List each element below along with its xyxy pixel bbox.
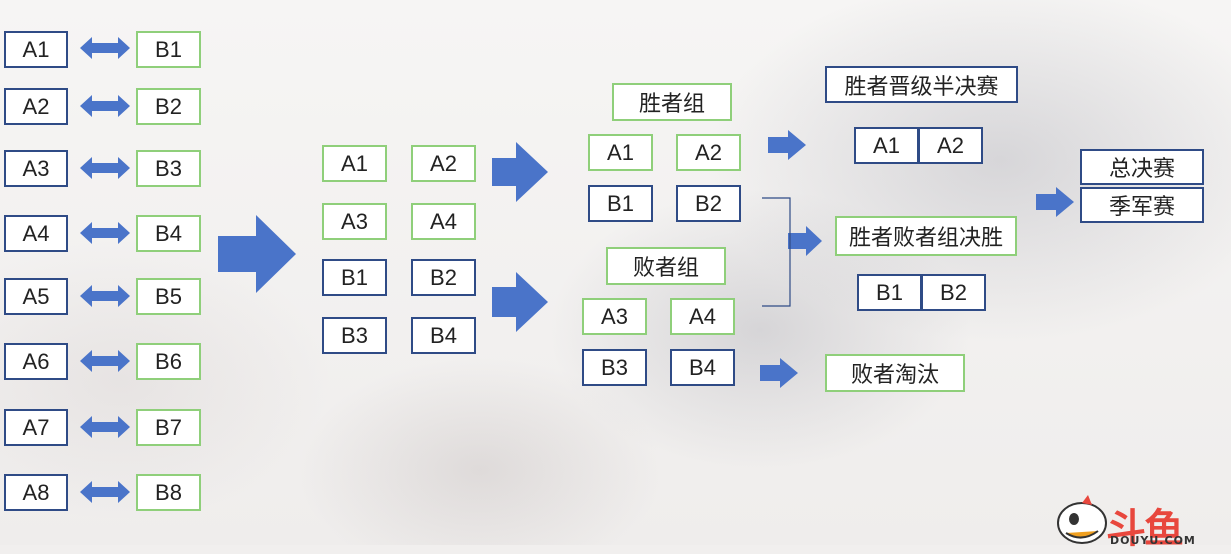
double-arrow-icon bbox=[80, 95, 130, 117]
douyu-logo-url: DOUYU.COM bbox=[1110, 534, 1196, 547]
right-arrow-icon bbox=[492, 272, 548, 332]
team-box: A1 bbox=[4, 31, 68, 68]
team-box: B4 bbox=[136, 215, 201, 252]
team-box: A1 bbox=[588, 134, 653, 171]
team-box: A4 bbox=[670, 298, 735, 335]
team-box: A1 bbox=[854, 127, 919, 164]
team-box: B6 bbox=[136, 343, 201, 380]
team-box: B7 bbox=[136, 409, 201, 446]
team-box: B1 bbox=[857, 274, 922, 311]
team-box: B3 bbox=[582, 349, 647, 386]
team-box: B4 bbox=[670, 349, 735, 386]
big-right-arrow-icon bbox=[218, 215, 296, 293]
team-box: A2 bbox=[411, 145, 476, 182]
team-box: A3 bbox=[322, 203, 387, 240]
grand-final-label: 总决赛 bbox=[1080, 149, 1204, 185]
team-box: A4 bbox=[411, 203, 476, 240]
losers-group-title: 败者组 bbox=[606, 247, 726, 285]
team-box: B1 bbox=[136, 31, 201, 68]
double-arrow-icon bbox=[80, 37, 130, 59]
double-arrow-icon bbox=[80, 481, 130, 503]
winners-group-title: 胜者组 bbox=[612, 83, 732, 121]
team-box: B1 bbox=[322, 259, 387, 296]
double-arrow-icon bbox=[80, 416, 130, 438]
team-box: A6 bbox=[4, 343, 68, 380]
double-arrow-icon bbox=[80, 222, 130, 244]
losers-eliminated-label: 败者淘汰 bbox=[825, 354, 965, 392]
team-box: A4 bbox=[4, 215, 68, 252]
double-arrow-icon bbox=[80, 157, 130, 179]
team-box: B4 bbox=[411, 317, 476, 354]
third-place-match-label: 季军赛 bbox=[1080, 187, 1204, 223]
team-box: B2 bbox=[136, 88, 201, 125]
douyu-logo-icon bbox=[1057, 495, 1107, 544]
double-arrow-icon bbox=[80, 285, 130, 307]
team-box: B5 bbox=[136, 278, 201, 315]
right-arrow-icon bbox=[492, 142, 548, 202]
team-box: B2 bbox=[921, 274, 986, 311]
right-arrow-icon bbox=[760, 358, 798, 388]
winners-losers-decider-title: 胜者败者组决胜 bbox=[835, 216, 1017, 256]
team-box: A2 bbox=[4, 88, 68, 125]
team-box: B3 bbox=[322, 317, 387, 354]
double-arrow-icon bbox=[80, 350, 130, 372]
team-box: A8 bbox=[4, 474, 68, 511]
right-arrow-icon bbox=[788, 226, 822, 256]
team-box: A2 bbox=[676, 134, 741, 171]
team-box: A7 bbox=[4, 409, 68, 446]
team-box: B2 bbox=[676, 185, 741, 222]
team-box: A3 bbox=[4, 150, 68, 187]
right-arrow-icon bbox=[1036, 187, 1074, 217]
team-box: B8 bbox=[136, 474, 201, 511]
team-box: B2 bbox=[411, 259, 476, 296]
right-arrow-icon bbox=[768, 130, 806, 160]
team-box: B3 bbox=[136, 150, 201, 187]
team-box: A2 bbox=[918, 127, 983, 164]
team-box: B1 bbox=[588, 185, 653, 222]
douyu-logo-text: 斗鱼 bbox=[1106, 506, 1184, 552]
team-box: A3 bbox=[582, 298, 647, 335]
team-box: A5 bbox=[4, 278, 68, 315]
team-box: A1 bbox=[322, 145, 387, 182]
winners-semifinal-title: 胜者晋级半决赛 bbox=[825, 66, 1018, 103]
